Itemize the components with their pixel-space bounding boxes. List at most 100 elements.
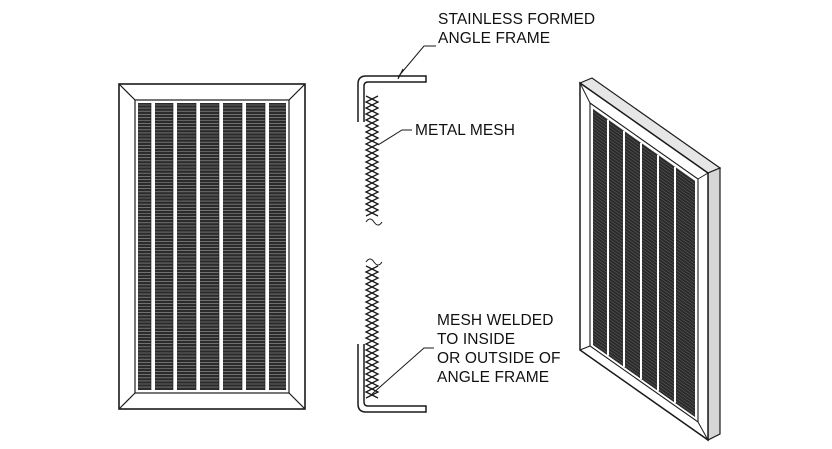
bottom-angle-frame	[357, 344, 427, 413]
iso-mesh-wire	[592, 207, 696, 281]
iso-mitre-br	[697, 421, 709, 441]
iso-mesh-wire	[592, 249, 696, 323]
front-mesh-support	[151, 103, 155, 390]
iso-mesh-wire	[592, 198, 696, 271]
iso-mesh-wire	[592, 121, 696, 195]
iso-mesh-wire	[592, 233, 696, 307]
front-mesh-support	[219, 103, 223, 390]
iso-mesh-wire	[592, 243, 696, 316]
iso-right-edge	[707, 167, 721, 441]
iso-mesh-panel	[593, 109, 695, 417]
iso-mesh-wire	[592, 227, 696, 300]
iso-mesh-wire	[592, 310, 696, 383]
iso-mesh-wire	[592, 175, 696, 249]
mesh-section-bottom	[364, 265, 380, 399]
iso-mesh-wire	[592, 291, 696, 364]
iso-mesh-wire	[592, 191, 696, 265]
iso-mesh-wire	[592, 255, 696, 329]
section-bottom-wire-b	[364, 265, 380, 399]
iso-mesh-wire	[592, 115, 696, 188]
iso-mesh-wire	[592, 300, 696, 374]
iso-mesh-wire	[592, 223, 696, 297]
frame-leader-line	[397, 45, 436, 78]
iso-mesh-wire	[592, 166, 696, 239]
iso-mesh-wire	[592, 159, 696, 233]
iso-mesh-wire	[592, 303, 696, 377]
front-mitre-bl	[118, 392, 136, 410]
section-top-wire-a	[364, 95, 380, 217]
iso-mesh-wire	[592, 236, 696, 310]
mesh-leader-line	[377, 129, 412, 146]
front-mesh-support	[265, 103, 269, 390]
callout-weld-line-1: MESH WELDED	[437, 312, 554, 329]
iso-mesh-wire	[592, 195, 696, 268]
iso-mesh-wire	[592, 156, 696, 230]
iso-mitre-bl	[579, 345, 591, 351]
front-mitre-br	[288, 392, 306, 410]
section-top-wire-b	[364, 95, 380, 217]
iso-mesh-wire	[592, 323, 696, 396]
iso-mesh-wire	[592, 252, 696, 326]
iso-mesh-wire	[592, 182, 696, 255]
iso-mesh-wire	[592, 147, 696, 220]
iso-mesh-wire	[592, 150, 696, 223]
iso-mesh-wire	[592, 297, 696, 371]
front-mesh-panel	[138, 103, 286, 390]
iso-mesh-wire	[592, 172, 696, 246]
callout-weld-line-3: OR OUTSIDE OF	[437, 350, 561, 367]
front-mesh-support	[242, 103, 246, 390]
top-angle-frame	[357, 75, 427, 122]
callout-mesh-line-1: METAL MESH	[415, 122, 516, 139]
iso-mesh-wire	[592, 332, 696, 406]
front-mesh-pattern	[138, 103, 286, 390]
front-mitre-tr	[288, 83, 306, 101]
iso-mesh-wire	[592, 259, 696, 332]
iso-mesh-wire	[592, 217, 696, 291]
iso-mesh-wire	[592, 169, 696, 243]
iso-mesh-wire	[592, 268, 696, 342]
iso-mesh-wire	[592, 278, 696, 351]
iso-mesh-wire	[592, 339, 696, 412]
iso-mesh-wire	[592, 140, 696, 214]
iso-mesh-wire	[592, 316, 696, 390]
iso-mesh-wire	[592, 204, 696, 278]
callout-weld-line-4: ANGLE FRAME	[437, 369, 550, 386]
callout-frame-line-1: STAINLESS FORMED	[438, 11, 596, 28]
iso-mesh-wire	[592, 188, 696, 262]
iso-mesh-wire	[592, 220, 696, 294]
iso-mesh-wire	[592, 326, 696, 399]
iso-mesh-wire	[592, 153, 696, 227]
callout-weld: MESH WELDED TO INSIDE OR OUTSIDE OF ANGL…	[437, 311, 561, 387]
iso-mitre-tr	[697, 172, 709, 180]
callout-mesh: METAL MESH	[415, 121, 515, 140]
iso-mesh-wire	[592, 163, 696, 236]
iso-mesh-wire	[592, 329, 696, 403]
iso-mesh-wire	[592, 143, 696, 217]
iso-mesh-wire	[592, 262, 696, 335]
weld-leader-line	[371, 347, 434, 395]
iso-mesh-wire	[592, 307, 696, 380]
iso-mesh-wire	[592, 284, 696, 358]
front-view-filter	[118, 83, 306, 410]
iso-mesh-wire	[592, 342, 696, 415]
iso-mesh-wire	[592, 246, 696, 319]
iso-mesh-wire	[592, 137, 696, 211]
callout-weld-line-2: TO INSIDE	[437, 331, 516, 348]
iso-mesh-wire	[592, 335, 696, 409]
iso-mesh-wire	[592, 124, 696, 198]
break-mark-bottom	[365, 258, 383, 266]
iso-mesh-wire	[592, 201, 696, 275]
iso-mesh-wire	[592, 265, 696, 339]
iso-mesh-wire	[592, 179, 696, 252]
front-mitre-tl	[118, 83, 136, 101]
section-detail	[357, 45, 436, 413]
iso-mesh-wire	[592, 313, 696, 387]
iso-mesh-wire	[592, 131, 696, 204]
iso-mesh-wire	[592, 275, 696, 348]
section-bottom-wire-a	[364, 265, 380, 399]
iso-mitre-tl	[579, 82, 591, 104]
iso-mesh-wire	[592, 294, 696, 367]
iso-mesh-wire	[592, 185, 696, 259]
isometric-filter	[578, 77, 722, 442]
